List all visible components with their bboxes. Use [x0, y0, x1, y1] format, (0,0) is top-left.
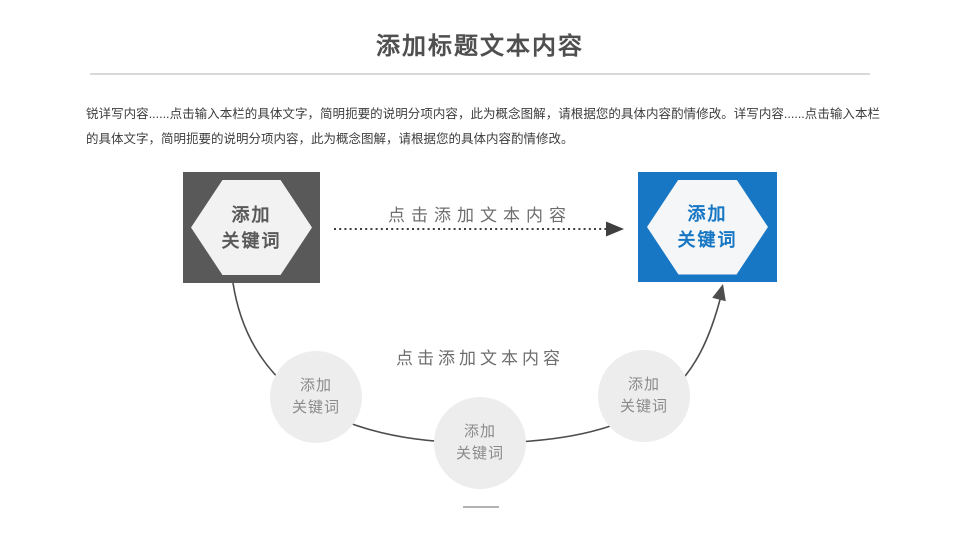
title-divider — [90, 73, 870, 75]
left-hexagon: 添加 关键词 — [191, 180, 312, 275]
circle-label-line: 关键词 — [455, 445, 504, 462]
keyword-line: 添加 — [231, 204, 272, 225]
keyword-circle-1[interactable]: 添加 关键词 — [270, 351, 362, 443]
circle-label-line: 关键词 — [291, 399, 340, 416]
slide-title[interactable]: 添加标题文本内容 — [376, 34, 584, 60]
arrow-up-head-icon — [712, 284, 726, 302]
circle-label-line: 关键词 — [619, 398, 668, 415]
circle-label-line: 添加 — [627, 376, 660, 393]
circle-label-line: 添加 — [299, 377, 332, 394]
arc-arrow-label[interactable]: 点击添加文本内容 — [396, 349, 564, 368]
top-arrow-label[interactable]: 点击添加文本内容 — [388, 206, 572, 225]
keyword-circle-2[interactable]: 添加 关键词 — [434, 397, 526, 489]
right-keyword-box[interactable]: 添加 关键词 — [638, 172, 777, 282]
left-keyword-box[interactable]: 添加 关键词 — [183, 172, 320, 283]
body-text-placeholder[interactable]: 锐详写内容......点击输入本栏的具体文字，简明扼要的说明分项内容，此为概念图… — [86, 107, 880, 146]
keyword-circle-3[interactable]: 添加 关键词 — [598, 350, 690, 442]
dotted-arrow — [334, 221, 624, 237]
footer-line — [463, 506, 499, 508]
keyword-line: 关键词 — [677, 230, 738, 250]
right-hexagon: 添加 关键词 — [647, 179, 768, 275]
circle-label-line: 添加 — [463, 423, 496, 440]
arrow-right-head-icon — [606, 221, 624, 237]
keyword-line: 添加 — [687, 204, 728, 224]
keyword-line: 关键词 — [221, 230, 282, 251]
